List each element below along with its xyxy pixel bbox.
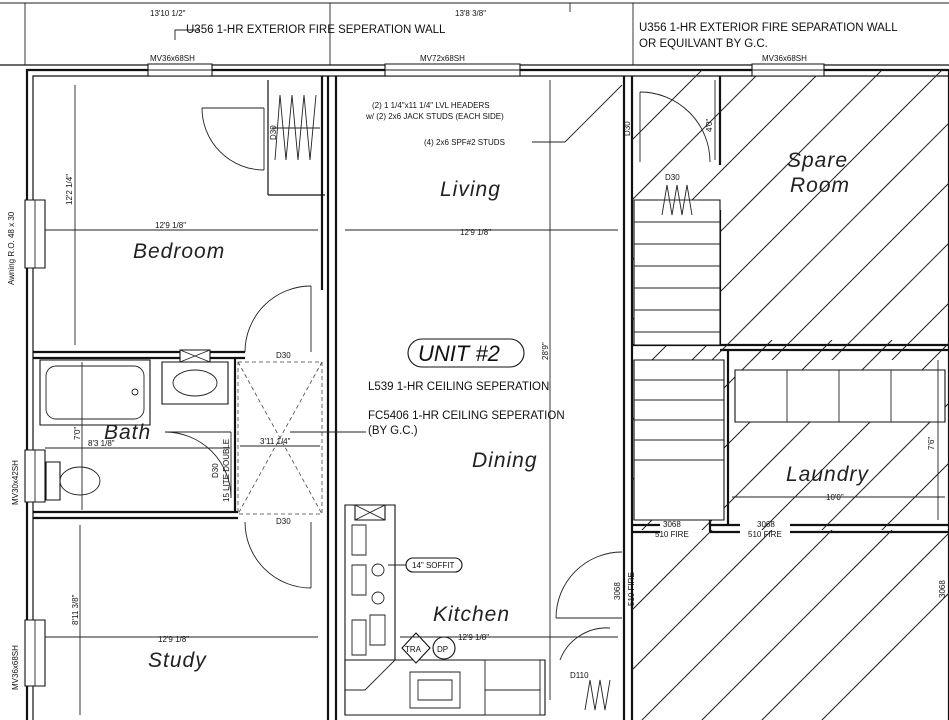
door-hall-upper bbox=[245, 286, 311, 352]
note-ceiling-l539: L539 1-HR CEILING SEPERATION bbox=[368, 381, 549, 393]
window-label-study-side: MV36x68SH bbox=[11, 645, 20, 690]
stair-treads bbox=[634, 200, 724, 520]
room-label-study: Study bbox=[148, 649, 207, 672]
door-tag-hall-lite: 15 LITE DOUBLE bbox=[222, 439, 231, 502]
kitchen-symbol-tra: TRA bbox=[405, 645, 422, 654]
dimension-bath-width: 8'3 1/8" bbox=[88, 439, 115, 448]
window-study-side bbox=[25, 620, 45, 686]
door-tag-spare-closet: D30 bbox=[665, 173, 680, 182]
window-label-living-top: MV72x68SH bbox=[420, 54, 465, 63]
window-bath-side bbox=[25, 450, 45, 502]
door-tag-3068-a: 3068 bbox=[663, 520, 681, 529]
room-label-bedroom: Bedroom bbox=[133, 240, 225, 263]
leader-lines bbox=[290, 85, 622, 432]
note-ceiling-fc5406: FC5406 1-HR CEILING SEPERATION bbox=[368, 410, 565, 422]
dimension-unit-height: 28'9" bbox=[541, 342, 550, 360]
dimension-living-width: 12'9 1/8" bbox=[460, 228, 491, 237]
door-tag-fire-b: 510 FIRE bbox=[748, 530, 782, 539]
dimension-bath-height: 7'0" bbox=[73, 427, 82, 440]
note-exterior-wall-right-line2: OR EQUILVANT BY G.C. bbox=[639, 38, 768, 50]
toilet bbox=[46, 462, 101, 500]
door-tag-spare: D30 bbox=[623, 121, 632, 136]
note-exterior-wall-right-line1: U356 1-HR EXTERIOR FIRE SEPARATION WALL bbox=[639, 22, 898, 34]
hall-double-door bbox=[238, 362, 322, 514]
window-living-top bbox=[385, 64, 520, 76]
window-bedroom-top bbox=[148, 64, 212, 76]
dimension-study-height: 8'11 3/8" bbox=[71, 594, 80, 625]
door-kitchen-closet bbox=[560, 628, 610, 710]
dimension-hall-width: 3'11 1/4" bbox=[260, 437, 291, 446]
window-spare-top bbox=[752, 64, 824, 76]
dimension-spare-small: 4'0" bbox=[705, 119, 714, 132]
door-bedroom bbox=[202, 108, 264, 170]
unit-label: UNIT #2 bbox=[418, 341, 500, 366]
room-label-bath: Bath bbox=[104, 421, 151, 444]
door-tag-3068-d: 3068 bbox=[938, 580, 947, 598]
room-label-dining: Dining bbox=[472, 449, 538, 472]
door-tag-3068-b: 3068 bbox=[757, 520, 775, 529]
note-ceiling-by-gc: (BY G.C.) bbox=[368, 425, 418, 437]
door-tag-hall-lower: D30 bbox=[276, 517, 291, 526]
dimension-bedroom-width: 12'9 1/8" bbox=[155, 221, 186, 230]
note-exterior-wall-left: U356 1-HR EXTERIOR FIRE SEPERATION WALL bbox=[186, 24, 446, 36]
room-label-laundry: Laundry bbox=[786, 463, 869, 486]
dimension-top-left: 13'10 1/2" bbox=[150, 9, 186, 18]
door-tag-3068-c: 3068 bbox=[613, 582, 622, 600]
window-label-spare-top: MV36x68SH bbox=[762, 54, 807, 63]
note-headers-line2: w/ (2) 2x6 JACK STUDS (EACH SIDE) bbox=[365, 112, 504, 121]
door-tag-hall-upper: D30 bbox=[276, 351, 291, 360]
door-tag-bedroom: D30 bbox=[269, 125, 278, 140]
door-hall-lower bbox=[245, 522, 311, 588]
dimension-kitchen-width: 12'9 1/8" bbox=[458, 633, 489, 642]
door-bath bbox=[165, 432, 231, 498]
soffit-label: 14" SOFFIT bbox=[412, 561, 455, 570]
window-bedroom-side bbox=[25, 200, 45, 268]
soffit-callout bbox=[388, 558, 462, 572]
bathtub bbox=[40, 360, 150, 425]
dimension-lines bbox=[45, 80, 945, 715]
kitchen-symbol-dp: DP bbox=[437, 645, 448, 654]
unit-tag bbox=[408, 339, 524, 367]
room-label-kitchen: Kitchen bbox=[433, 603, 510, 626]
door-tag-bath: D30 bbox=[211, 463, 220, 478]
hatched-area-lower bbox=[632, 530, 949, 720]
door-tag-d110: D110 bbox=[570, 671, 589, 680]
dimension-study-width: 12'9 1/8" bbox=[158, 635, 189, 644]
door-tag-fire-a: 510 FIRE bbox=[655, 530, 689, 539]
note-headers-line1: (2) 1 1/4"x11 1/4" LVL HEADERS bbox=[372, 101, 490, 110]
dimension-bedroom-height: 12'2 1/4" bbox=[65, 174, 74, 205]
closet-hanging-spare bbox=[658, 185, 698, 215]
bathroom-sink bbox=[162, 350, 228, 404]
laundry-cabinets bbox=[735, 370, 945, 422]
kitchen-counters bbox=[345, 505, 545, 715]
window-label-bedroom-side: Awning R.O. 48 x 30 bbox=[7, 211, 16, 285]
kitchen-island-symbols bbox=[401, 632, 456, 664]
room-label-spare-line1: Spare bbox=[787, 149, 848, 172]
dimension-laundry-height: 7'6" bbox=[927, 437, 936, 450]
dimension-top-mid: 13'8 3/8" bbox=[455, 9, 486, 18]
note-studs: (4) 2x6 SPF#2 STUDS bbox=[424, 138, 505, 147]
door-tag-fire-c: 510 FIRE bbox=[627, 572, 636, 606]
window-label-bedroom-top: MV36x68SH bbox=[150, 54, 195, 63]
room-label-spare-line2: Room bbox=[790, 174, 850, 197]
window-label-bath-side: MV30x42SH bbox=[11, 460, 20, 505]
dimension-laundry-width: 10'0" bbox=[826, 493, 844, 502]
door-unit-entry bbox=[556, 552, 622, 618]
closet-hanging-bedroom bbox=[272, 95, 320, 160]
room-label-living: Living bbox=[440, 178, 501, 201]
door-spare bbox=[640, 92, 710, 162]
